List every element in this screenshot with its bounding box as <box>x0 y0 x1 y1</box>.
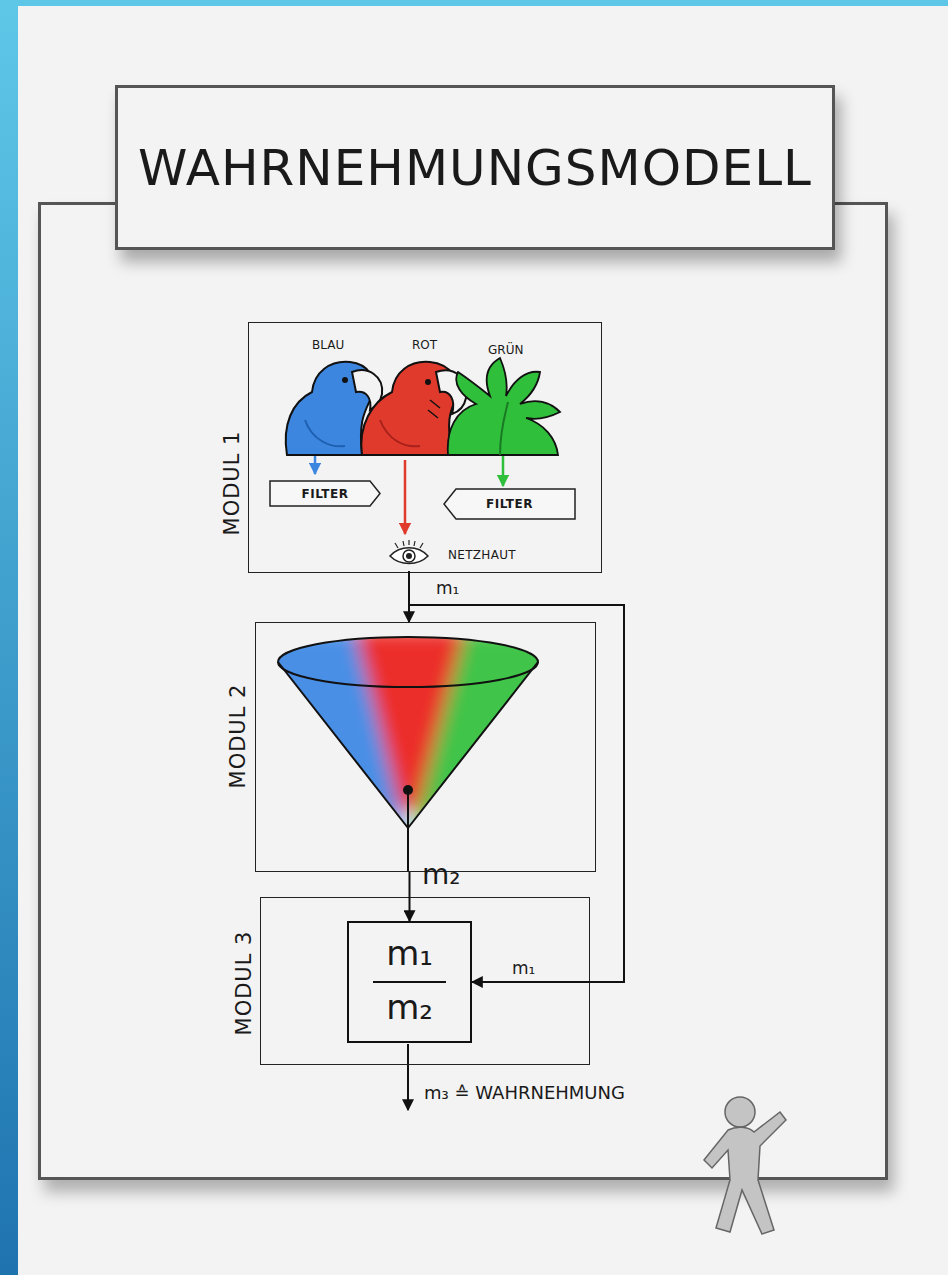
module-label: MODUL 2 <box>226 684 250 789</box>
green-ray <box>502 456 505 486</box>
filter-shape <box>444 489 575 519</box>
filter-label: FILTER <box>269 480 381 507</box>
signal-label: m₁ <box>436 578 459 598</box>
connector-arrow <box>408 571 410 622</box>
color-label: ROT <box>412 338 437 352</box>
retina-eye: NETZHAUT <box>386 539 531 571</box>
top-strip <box>0 0 948 6</box>
numerator: m₁ <box>349 933 470 973</box>
eye-iris <box>406 553 412 559</box>
red-ray <box>404 460 407 534</box>
eye-pupil <box>403 550 415 562</box>
color-label: GRÜN <box>488 343 523 357</box>
denominator: m₂ <box>349 987 470 1027</box>
output-arrow <box>407 1044 409 1110</box>
module-label: MODUL 3 <box>232 931 256 1036</box>
signal-label: m₂ <box>422 858 461 891</box>
side-strip <box>0 0 18 1275</box>
filter-shape <box>270 481 380 506</box>
module-box: MODUL 3m₁m₂ <box>260 897 590 1065</box>
filter-label: FILTER <box>443 488 576 520</box>
blue-ray <box>314 456 317 474</box>
filter-box: FILTER <box>269 480 381 507</box>
signal-label: m₁ <box>512 958 535 978</box>
eye-lashes <box>395 540 423 548</box>
ratio-box: m₁ m₂ <box>347 921 472 1043</box>
eye-outline <box>390 548 428 564</box>
eye-symbol <box>386 539 432 569</box>
filter-box: FILTER <box>443 488 576 520</box>
title-box: WAHRNEHMUNGSMODELL <box>115 85 835 250</box>
cone-output-wire <box>407 790 409 872</box>
module-box: MODUL 1FILTERFILTERNETZHAUT <box>248 322 602 573</box>
module-box: MODUL 2 <box>255 622 596 872</box>
green-plant <box>448 358 560 455</box>
retina-label: NETZHAUT <box>448 548 516 562</box>
stick-figure <box>704 1097 786 1234</box>
title-text: WAHRNEHMUNGSMODELL <box>138 139 812 197</box>
module-label: MODUL 1 <box>220 431 244 536</box>
fraction-bar <box>373 981 446 983</box>
output-label: m₃ ≙ WAHRNEHMUNG <box>424 1082 625 1103</box>
color-cone <box>250 630 570 840</box>
color-label: BLAU <box>312 338 344 352</box>
